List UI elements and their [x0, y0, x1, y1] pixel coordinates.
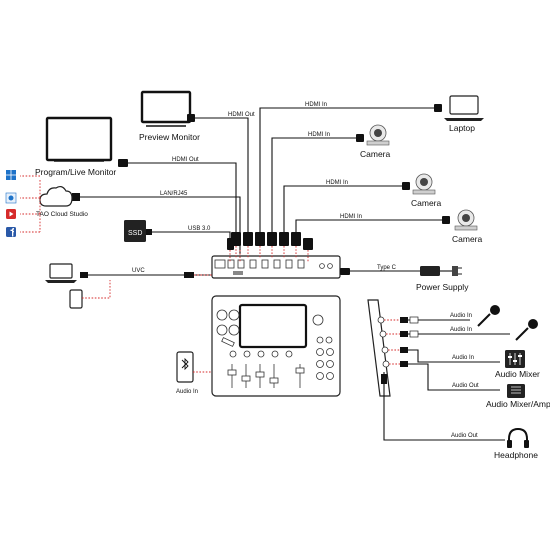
headphone-label: Headphone [494, 450, 538, 460]
audio-mixer-label: Audio Mixer [495, 369, 540, 379]
hdmi-in-label-laptop: HDMI In [305, 102, 327, 108]
mixer-icon [507, 384, 525, 398]
camera-icon: Camera [411, 173, 442, 208]
audio-out-label-headphone: Audio Out [451, 433, 478, 439]
preview-monitor: Preview Monitor [139, 90, 200, 142]
camera-icon: Camera [360, 124, 391, 159]
hdmi-in-label-camera-3: HDMI In [340, 214, 362, 220]
hdmi-in-label-camera-2: HDMI In [326, 180, 348, 186]
app-icon [5, 192, 17, 204]
uvc-label: UVC [132, 268, 145, 274]
hdmi-plugs [118, 104, 450, 250]
program-monitor-label: Program/Live Monitor [35, 167, 116, 177]
usb3-label: USB 3.0 [188, 226, 211, 232]
camera-label-1: Camera [360, 149, 391, 159]
program-monitor: Program/Live Monitor [35, 116, 116, 177]
switcher-top-view [211, 295, 341, 397]
youtube-icon [6, 209, 16, 219]
ssd-label: SSD [128, 230, 142, 237]
camera-label-2: Camera [411, 198, 442, 208]
bluetooth-audio-in-label: Audio In [176, 389, 198, 395]
microphone-icon [515, 319, 538, 341]
lan-label: LAN/RJ45 [160, 191, 188, 197]
camera-icon: Camera [452, 209, 483, 244]
mixer-icon [505, 350, 525, 368]
power-plug-icon [420, 266, 462, 276]
laptop-icon: Laptop [444, 95, 484, 133]
power-supply-label: Power Supply [416, 282, 469, 292]
audio-in-label-mixer: Audio In [452, 355, 474, 361]
audio-in-label-mic-1: Audio In [450, 313, 472, 319]
hdmi-in-label-camera-1: HDMI In [308, 132, 330, 138]
audio-mixer-amp-label: Audio Mixer/Amp [486, 399, 550, 409]
preview-monitor-label: Preview Monitor [139, 132, 200, 142]
hdmi-out-label-preview: HDMI Out [228, 112, 255, 118]
cloud-label: TAO Cloud Studio [36, 211, 88, 218]
microphone-icon [477, 305, 500, 327]
audio-out-label-amp: Audio Out [452, 383, 479, 389]
audio-in-label-mic-2: Audio In [450, 327, 472, 333]
type-c-label: Type C [377, 265, 397, 271]
phone-icon [69, 289, 83, 309]
switcher-rear-panel [211, 255, 341, 279]
ssd-icon: SSD [124, 220, 146, 242]
laptop-label: Laptop [449, 123, 475, 133]
facebook-icon [6, 227, 16, 237]
hdmi-out-label-program: HDMI Out [172, 157, 199, 163]
cloud-icon [39, 185, 73, 207]
windows-icon [6, 170, 16, 180]
laptop-icon [45, 263, 77, 283]
camera-label-3: Camera [452, 234, 483, 244]
bluetooth-icon [176, 351, 194, 383]
headphone-icon [507, 427, 529, 448]
